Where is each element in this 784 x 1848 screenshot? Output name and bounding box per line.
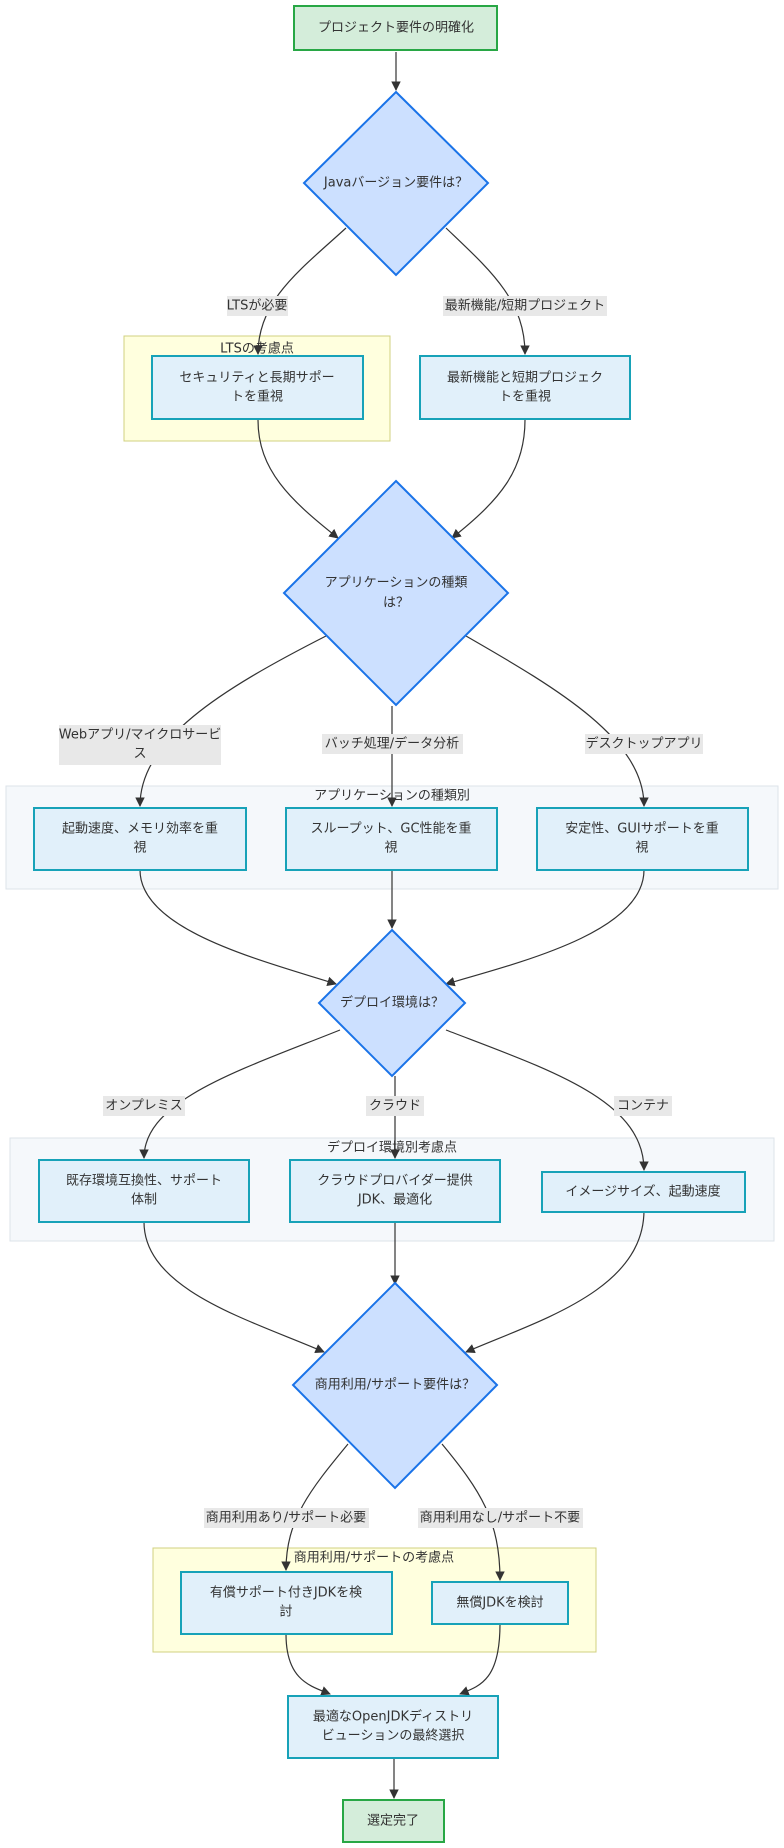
- node-cloud-focus-line2: JDK、最適化: [357, 1192, 432, 1208]
- edge-web-deploy: [139, 869, 337, 986]
- edge-free-final: [459, 1623, 501, 1696]
- node-q-java: Javaバージョン要件は？: [302, 90, 490, 277]
- node-q-app-line1: アプリケーションの種類: [325, 575, 468, 591]
- node-paid-jdk-line1: 有償サポート付きJDKを検: [210, 1586, 362, 1601]
- node-desktop-focus-line2: 視: [635, 841, 648, 856]
- edge-label-batch: バッチ処理/データ分析: [322, 734, 463, 754]
- node-paid-jdk: 有償サポート付きJDKを検 討: [180, 1571, 393, 1635]
- node-done: 選定完了: [342, 1799, 445, 1843]
- edge-label-onprem: オンプレミス: [103, 1096, 185, 1116]
- node-lts-security-line2: トを重視: [231, 389, 283, 405]
- edge-label-latest-short: 最新機能/短期プロジェクト: [443, 296, 607, 316]
- svg-text:バッチ処理/データ分析: バッチ処理/データ分析: [325, 736, 459, 752]
- node-desktop-focus-line1: 安定性、GUIサポートを重: [565, 821, 718, 837]
- edge-app-web: [135, 635, 327, 807]
- node-latest-feature: 最新機能と短期プロジェク トを重視: [419, 355, 631, 420]
- group-support-label: 商用利用/サポートの考慮点: [294, 1551, 454, 1566]
- edge-java-lts: [253, 227, 347, 355]
- node-final-select: 最適なOpenJDKディストリ ビューションの最終選択: [287, 1695, 499, 1759]
- node-web-focus: 起動速度、メモリ効率を重 視: [33, 807, 247, 871]
- node-free-jdk: 無償JDKを検討: [431, 1581, 569, 1625]
- node-q-deploy: デプロイ環境は？: [317, 928, 467, 1078]
- group-deploy-label: デプロイ環境別考慮点: [327, 1140, 457, 1156]
- edge-label-web-micro: Webアプリ/マイクロサービ ス: [59, 725, 221, 765]
- svg-text:オンプレミス: オンプレミス: [105, 1099, 183, 1114]
- svg-text:Webアプリ/マイクロサービ: Webアプリ/マイクロサービ: [59, 728, 221, 743]
- edge-label-container: コンテナ: [614, 1096, 672, 1116]
- svg-text:コンテナ: コンテナ: [617, 1099, 669, 1114]
- node-batch-focus: スループット、GC性能を重 視: [285, 807, 498, 871]
- edges: [135, 52, 649, 1799]
- edge-label-commercial-no: 商用利用なし/サポート不要: [418, 1508, 583, 1528]
- node-q-deploy-label: デプロイ環境は？: [340, 995, 444, 1011]
- node-q-support-label: 商用利用/サポート要件は？: [315, 1378, 475, 1393]
- edge-labels: LTSが必要 最新機能/短期プロジェクト Webアプリ/マイクロサービ ス バッ…: [59, 296, 703, 1528]
- svg-text:商用利用あり/サポート必要: 商用利用あり/サポート必要: [206, 1511, 366, 1526]
- edge-java-latest: [445, 227, 530, 355]
- svg-text:LTSが必要: LTSが必要: [227, 299, 288, 314]
- edge-label-cloud: クラウド: [366, 1096, 424, 1116]
- edge-deploy-onprem: [139, 1029, 341, 1159]
- svg-text:デスクトップアプリ: デスクトップアプリ: [585, 736, 702, 752]
- edge-label-commercial-yes: 商用利用あり/サポート必要: [204, 1508, 369, 1528]
- node-q-app-line2: は？: [383, 596, 409, 611]
- node-q-app: アプリケーションの種類 は？: [282, 479, 510, 707]
- edge-deploy-container: [445, 1029, 649, 1171]
- node-onprem-focus: 既存環境互換性、サポート 体制: [38, 1159, 250, 1223]
- node-container-focus-label: イメージサイズ、起動速度: [565, 1184, 720, 1200]
- edge-container-support: [465, 1209, 645, 1353]
- edge-label-desktop: デスクトップアプリ: [585, 734, 703, 754]
- node-batch-focus-line2: 視: [384, 841, 397, 856]
- edge-support-free: [441, 1443, 505, 1581]
- node-final-select-line1: 最適なOpenJDKディストリ: [313, 1709, 473, 1725]
- node-q-java-label: Javaバージョン要件は？: [323, 176, 468, 191]
- edge-onprem-support: [143, 1221, 325, 1353]
- node-final-select-line2: ビューションの最終選択: [322, 1728, 465, 1744]
- edge-app-desktop: [465, 635, 649, 807]
- node-desktop-focus: 安定性、GUIサポートを重 視: [536, 807, 749, 871]
- edge-label-lts-needed: LTSが必要: [227, 296, 288, 316]
- node-onprem-focus-line2: 体制: [131, 1193, 157, 1208]
- node-latest-feature-line1: 最新機能と短期プロジェク: [447, 370, 603, 386]
- node-web-focus-line1: 起動速度、メモリ効率を重: [62, 821, 218, 837]
- node-start-label: プロジェクト要件の明確化: [318, 20, 474, 36]
- node-cloud-focus-line1: クラウドプロバイダー提供: [317, 1173, 472, 1189]
- node-paid-jdk-line2: 討: [279, 1604, 292, 1620]
- node-batch-focus-line1: スループット、GC性能を重: [310, 821, 471, 837]
- edge-latest-app: [451, 419, 526, 539]
- edge-support-paid: [281, 1443, 349, 1571]
- node-lts-security: セキュリティと長期サポー トを重視: [151, 355, 364, 420]
- node-q-support: 商用利用/サポート要件は？: [291, 1281, 499, 1490]
- edge-desktop-deploy: [445, 869, 645, 987]
- node-lts-security-line1: セキュリティと長期サポー: [179, 371, 334, 386]
- node-web-focus-line2: 視: [133, 841, 146, 856]
- svg-text:クラウド: クラウド: [369, 1099, 421, 1114]
- svg-text:商用利用なし/サポート不要: 商用利用なし/サポート不要: [420, 1511, 580, 1526]
- node-start: プロジェクト要件の明確化: [293, 5, 498, 51]
- edge-paid-final: [285, 1633, 331, 1696]
- svg-text:ス: ス: [133, 747, 146, 762]
- svg-text:最新機能/短期プロジェクト: 最新機能/短期プロジェクト: [445, 298, 605, 314]
- node-cloud-focus: クラウドプロバイダー提供 JDK、最適化: [289, 1159, 501, 1223]
- edge-lts-app: [257, 419, 339, 539]
- node-container-focus: イメージサイズ、起動速度: [541, 1171, 746, 1213]
- node-done-label: 選定完了: [367, 1814, 419, 1829]
- node-onprem-focus-line1: 既存環境互換性、サポート: [66, 1174, 222, 1189]
- group-lts-label: LTSの考慮点: [220, 342, 294, 357]
- node-free-jdk-label: 無償JDKを検討: [456, 1595, 543, 1611]
- node-latest-feature-line2: トを重視: [499, 389, 551, 405]
